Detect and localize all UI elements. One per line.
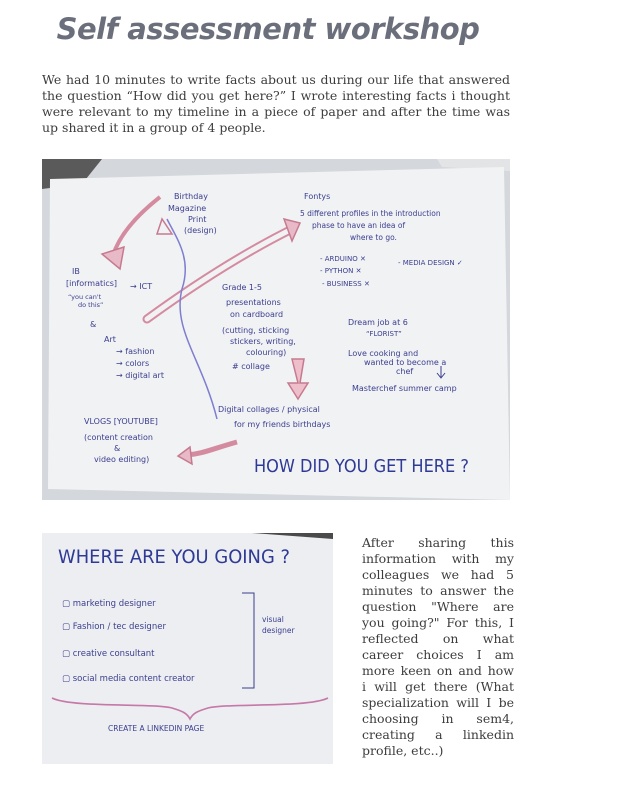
hw-ib: IB [72, 267, 80, 276]
hw2-visual-2: designer [262, 626, 295, 635]
hw-ict: → ICT [130, 282, 152, 291]
hw-presentations: presentations [226, 298, 281, 307]
hw-ampersand: & [90, 320, 96, 329]
hw-business: - BUSINESS ✕ [322, 280, 370, 288]
hw2-item-1: ▢ marketing designer [62, 599, 156, 609]
hw-fashion: → fashion [116, 347, 154, 356]
hw-magazine: Magazine [168, 204, 206, 213]
where-are-you-going-photo: WHERE ARE YOU GOING ? ▢ marketing design… [42, 533, 333, 764]
hw-love-1: Love cooking and [348, 349, 418, 358]
page-title: Self assessment workshop [56, 12, 480, 46]
hw-arduino: - ARDUINO ✕ [320, 255, 366, 263]
hw-media-design: - MEDIA DESIGN ✓ [398, 259, 463, 267]
hw-love-2: wanted to become a [364, 358, 446, 367]
hw-digital-1: Digital collages / physical [218, 405, 320, 414]
hw-cutting: (cutting, sticking [222, 326, 289, 335]
hw-colors: → colors [116, 359, 149, 368]
hw-birthday: Birthday [174, 192, 208, 201]
side-paragraph: After sharing this information with my c… [362, 535, 514, 758]
hw-print: Print [188, 215, 206, 224]
hw-profiles-3: where to go. [350, 233, 397, 242]
hw-profiles-1: 5 different profiles in the introduction [300, 209, 441, 218]
hw-informatics: [informatics] [66, 279, 117, 288]
hw-colouring: colouring) [246, 348, 286, 357]
hw-vlogs: VLOGS [YOUTUBE] [84, 417, 158, 426]
hw-art: Art [104, 335, 116, 344]
hw2-visual-1: visual [262, 615, 284, 624]
hw2-item-3: ▢ creative consultant [62, 649, 155, 659]
hw-digital-2: for my friends birthdays [234, 420, 330, 429]
hw2-item-4: ▢ social media content creator [62, 674, 195, 684]
hw-dream-1: Dream job at 6 [348, 318, 408, 327]
hw2-linkedin: CREATE A LINKEDIN PAGE [108, 724, 204, 733]
hw2-item-2: ▢ Fashion / tec designer [62, 622, 166, 632]
hw-dream-2: “FLORIST” [366, 330, 402, 338]
hw-heading: HOW DID YOU GET HERE ? [254, 456, 469, 477]
hw-content-2: & [114, 444, 120, 453]
hw-fontys: Fontys [304, 192, 330, 201]
hw-collage: # collage [232, 362, 270, 371]
intro-paragraph: We had 10 minutes to write facts about u… [42, 72, 510, 135]
hw-do-this: do this” [78, 301, 103, 309]
hw-love-3: chef [396, 367, 413, 376]
hw2-heading: WHERE ARE YOU GOING ? [58, 546, 290, 568]
hw-on-cardboard: on cardboard [230, 310, 283, 319]
how-did-you-get-here-photo: Birthday Magazine Print (design) IB [inf… [42, 159, 510, 500]
hw-design: (design) [184, 226, 217, 235]
hw-profiles-2: phase to have an idea of [312, 221, 405, 230]
hw-content-1: (content creation [84, 433, 153, 442]
hw-stickers: stickers, writing, [230, 337, 296, 346]
hw-python: - PYTHON ✕ [320, 267, 361, 275]
hw-grade: Grade 1-5 [222, 283, 262, 292]
hw-content-3: video editing) [94, 455, 149, 464]
hw-masterchef: Masterchef summer camp [352, 384, 457, 393]
hw-digital-art: → digital art [116, 371, 164, 380]
hw-you-cant: “you can't [68, 293, 102, 301]
